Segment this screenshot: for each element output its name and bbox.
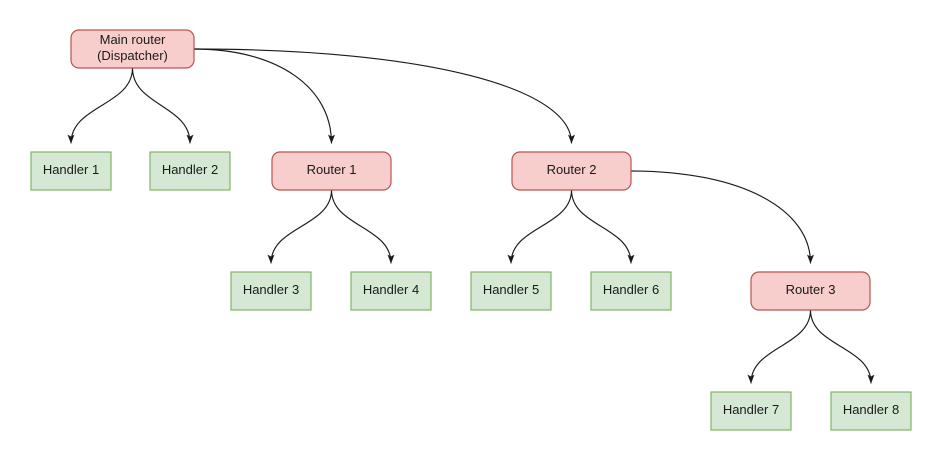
handler-box [470, 271, 552, 311]
router-box [511, 151, 632, 191]
edge-router2-to-router3 [630, 170, 814, 264]
router-box [271, 151, 392, 191]
edge-main-to-handler1 [67, 67, 134, 144]
node-router3[interactable]: Router 3 [750, 271, 871, 311]
handler-box [149, 151, 231, 191]
edge-main-to-router1 [193, 48, 335, 144]
edge-layer [67, 48, 875, 384]
node-router2[interactable]: Router 2 [511, 151, 632, 191]
edge-main-to-router2 [193, 48, 575, 144]
router-box [70, 29, 195, 69]
node-handler8[interactable]: Handler 8 [830, 391, 912, 431]
node-handler3[interactable]: Handler 3 [230, 271, 312, 311]
handler-box [710, 391, 792, 431]
edge-main-to-handler2 [131, 67, 194, 144]
node-main[interactable]: Main router(Dispatcher) [70, 29, 195, 69]
edge-router3-to-handler8 [809, 309, 875, 384]
node-layer: Main router(Dispatcher) Handler 1 Handler … [30, 29, 912, 431]
edge-router1-to-handler4 [330, 189, 395, 264]
edge-router2-to-handler5 [507, 189, 573, 264]
node-handler7[interactable]: Handler 7 [710, 391, 792, 431]
node-handler5[interactable]: Handler 5 [470, 271, 552, 311]
handler-box [590, 271, 672, 311]
handler-box [830, 391, 912, 431]
router-box [750, 271, 871, 311]
node-handler2[interactable]: Handler 2 [149, 151, 231, 191]
node-handler6[interactable]: Handler 6 [590, 271, 672, 311]
node-handler1[interactable]: Handler 1 [30, 151, 112, 191]
node-handler4[interactable]: Handler 4 [350, 271, 432, 311]
edge-router2-to-handler6 [570, 189, 635, 264]
node-router1[interactable]: Router 1 [271, 151, 392, 191]
handler-box [30, 151, 112, 191]
edge-router3-to-handler7 [747, 309, 812, 384]
edge-router1-to-handler3 [267, 189, 333, 264]
handler-box [350, 271, 432, 311]
handler-box [230, 271, 312, 311]
